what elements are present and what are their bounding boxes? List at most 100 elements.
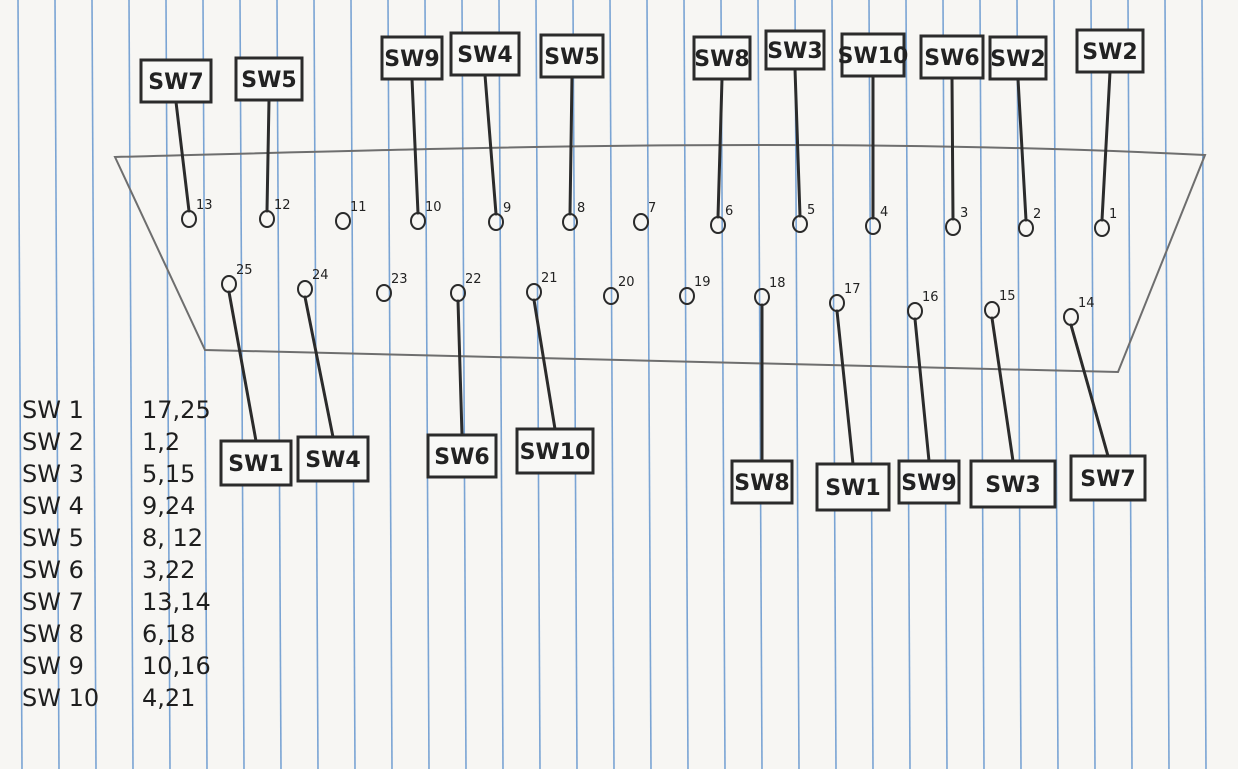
switch-label-pin-22: SW6: [434, 445, 489, 470]
pin-6: [710, 216, 726, 234]
pin-4: [865, 217, 881, 235]
switch-label-box-pin-12: [234, 56, 304, 102]
ruled-line: [498, 0, 504, 769]
wire-pin-10: [410, 77, 420, 215]
pin-number-24: 24: [312, 268, 329, 283]
wire-pin-9: [483, 73, 498, 216]
table-pins-8: 6,18: [142, 620, 195, 648]
pin-number-5: 5: [807, 203, 815, 218]
wire-pin-8: [568, 75, 574, 216]
pin-number-14: 14: [1078, 296, 1095, 311]
table-pins-6: 3,22: [142, 556, 195, 584]
ruled-line: [1127, 0, 1133, 769]
ruled-line: [239, 0, 245, 769]
pin-25: [221, 275, 237, 293]
ruled-line: [17, 0, 23, 769]
pin-number-15: 15: [999, 289, 1016, 304]
wire-pin-2: [1016, 77, 1028, 222]
ruled-line: [868, 0, 874, 769]
ruled-line: [609, 0, 615, 769]
switch-label-box-pin-14: [1069, 454, 1147, 502]
pin-number-18: 18: [769, 276, 786, 291]
switch-label-box-pin-2: [988, 35, 1048, 81]
pin-8: [562, 213, 578, 231]
table-switch-9: SW 9: [22, 652, 84, 680]
table-pins-5: 8, 12: [142, 524, 203, 552]
switch-label-box-pin-16: [897, 459, 961, 505]
db25-connector-outline: [113, 144, 1207, 374]
switch-label-pin-14: SW7: [1080, 467, 1135, 492]
pin-13: [181, 210, 197, 228]
pin-12: [259, 210, 275, 228]
table-switch-5: SW 5: [22, 524, 84, 552]
table-pins-10: 4,21: [142, 684, 195, 712]
ruled-line: [831, 0, 837, 769]
switch-label-pin-6: SW8: [694, 47, 749, 72]
pin-10: [410, 212, 426, 230]
switch-label-box-pin-8: [539, 33, 605, 79]
switch-label-pin-1: SW2: [1082, 40, 1137, 65]
pin-15: [984, 301, 1000, 319]
pin-number-8: 8: [577, 201, 585, 216]
switch-label-pin-3: SW6: [924, 46, 979, 71]
pin-7: [633, 213, 649, 231]
ruled-line: [202, 0, 208, 769]
switch-label-pin-13: SW7: [148, 70, 203, 95]
switch-label-box-pin-25: [219, 439, 293, 487]
pin-number-9: 9: [503, 201, 511, 216]
wire-pin-5: [793, 67, 802, 218]
ruled-line: [979, 0, 985, 769]
pin-number-13: 13: [196, 198, 213, 213]
ruled-line: [165, 0, 171, 769]
switch-label-pin-21: SW10: [520, 440, 591, 465]
pin-number-16: 16: [922, 290, 939, 305]
table-pins-2: 1,2: [142, 428, 180, 456]
ruled-line: [128, 0, 134, 769]
pin-number-21: 21: [541, 271, 558, 286]
switch-label-pin-10: SW9: [384, 47, 439, 72]
table-switch-3: SW 3: [22, 460, 84, 488]
pin-14: [1063, 308, 1079, 326]
switch-label-box-pin-22: [426, 433, 498, 479]
ruled-line: [1016, 0, 1022, 769]
switch-label-pin-5: SW3: [767, 39, 822, 64]
switch-label-pin-16: SW9: [901, 471, 956, 496]
ruled-line: [387, 0, 393, 769]
switch-label-pin-9: SW4: [457, 43, 512, 68]
pin-17: [829, 294, 845, 312]
pin-number-11: 11: [350, 200, 367, 215]
ruled-line: [276, 0, 282, 769]
ruled-line: [313, 0, 319, 769]
pin-21: [526, 283, 542, 301]
wire-pin-15: [990, 316, 1015, 463]
wire-pin-22: [456, 299, 464, 437]
ruled-line: [683, 0, 689, 769]
pin-19: [679, 287, 695, 305]
pin-number-2: 2: [1033, 207, 1041, 222]
ruled-line: [1053, 0, 1059, 769]
pin-number-3: 3: [960, 206, 968, 221]
ruled-line: [646, 0, 652, 769]
table-switch-10: SW 10: [22, 684, 99, 712]
pin-number-12: 12: [274, 198, 291, 213]
switch-label-box-pin-21: [515, 427, 595, 475]
pin-number-22: 22: [465, 272, 482, 287]
wire-pin-21: [532, 298, 557, 431]
switch-label-pin-8: SW5: [544, 45, 599, 70]
switch-label-box-pin-3: [919, 34, 985, 80]
wire-pin-14: [1069, 323, 1110, 458]
switch-label-box-pin-9: [449, 31, 521, 77]
pin-3: [945, 218, 961, 236]
ruled-line: [905, 0, 911, 769]
table-pins-1: 17,25: [142, 396, 211, 424]
switch-label-box-pin-24: [296, 435, 370, 483]
pin-9: [488, 213, 504, 231]
ruled-line: [350, 0, 356, 769]
wire-pin-12: [265, 98, 271, 213]
switch-label-pin-4: SW10: [838, 44, 909, 69]
switch-label-pin-17: SW1: [825, 476, 880, 501]
table-pins-7: 13,14: [142, 588, 211, 616]
